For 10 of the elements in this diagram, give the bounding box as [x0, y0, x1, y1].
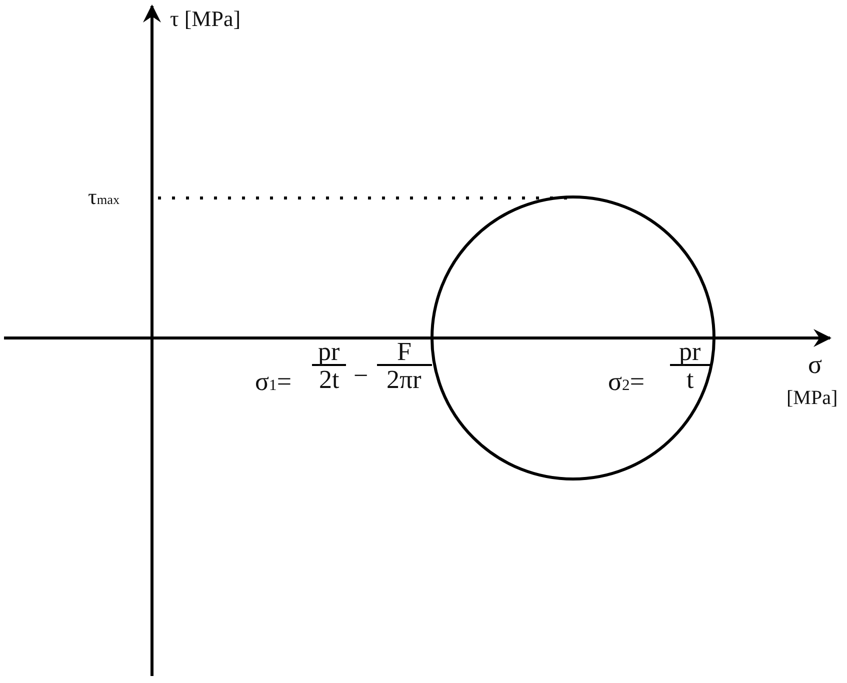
minus-sign: − [354, 363, 368, 389]
numerator: pr [679, 339, 701, 365]
numerator: pr [318, 339, 340, 365]
numerator: F [397, 339, 412, 365]
denominator: 2πr [386, 367, 422, 393]
denominator: 2t [319, 367, 340, 393]
axis-unit-label: [MPa] [786, 388, 838, 408]
axis-label: τ [MPa] [170, 8, 241, 30]
denominator: t [686, 367, 694, 393]
axis-label: σ [808, 352, 822, 378]
